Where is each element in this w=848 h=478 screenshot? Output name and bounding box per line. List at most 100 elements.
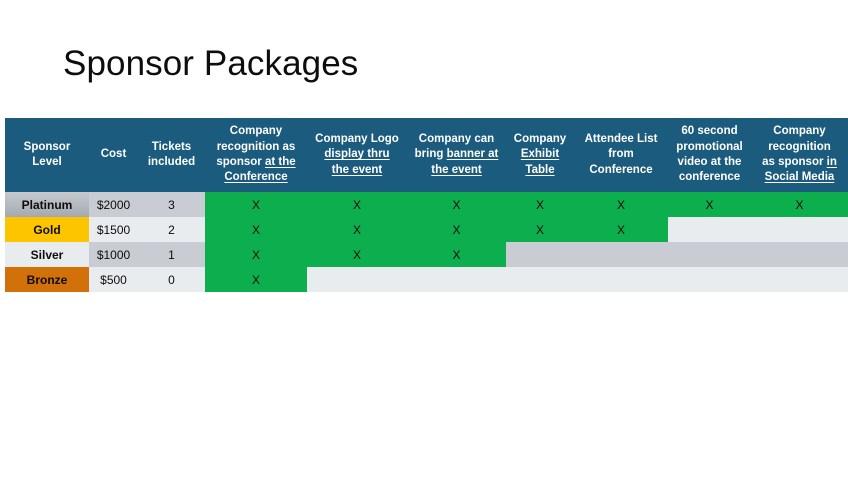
cell-exhibit_table-excluded <box>506 242 574 267</box>
plain-text: from <box>608 148 634 161</box>
column-header-line: Sponsor <box>5 140 89 155</box>
cell-social_media-excluded <box>751 217 848 242</box>
column-header-line: conference <box>668 170 751 185</box>
cell-banner-included: X <box>407 192 506 217</box>
plain-text: video at the <box>677 156 742 168</box>
plain-text: Tickets <box>151 140 192 153</box>
column-header-line: the event <box>407 163 506 178</box>
cell-exhibit_table-excluded <box>506 267 574 292</box>
tier-label-gold: Gold <box>5 217 89 242</box>
cell-promo_video-excluded <box>668 242 751 267</box>
column-header-line: sponsor at the <box>205 155 307 170</box>
column-header-line: Level <box>5 155 89 170</box>
underlined-text: banner at <box>446 148 499 161</box>
plain-text: conference <box>678 171 741 184</box>
cell-recognition_conf-included: X <box>205 267 307 292</box>
column-header-line: recognition as <box>205 140 307 155</box>
column-header-line: Company can <box>407 132 506 147</box>
cell-cost: $2000 <box>89 192 138 217</box>
cell-tickets-included: 1 <box>138 242 205 267</box>
column-header-line: Company <box>205 124 307 139</box>
cell-banner-included: X <box>407 217 506 242</box>
cell-recognition_conf-included: X <box>205 217 307 242</box>
column-header-banner: Company can bring banner at the event <box>407 118 506 192</box>
underlined-text: display thru <box>324 148 390 161</box>
plain-text: Company <box>229 125 283 138</box>
cell-attendee_list-included: X <box>574 217 668 242</box>
plain-text: Company <box>513 133 567 146</box>
underlined-text: the event <box>431 163 482 176</box>
cell-promo_video-included: X <box>668 192 751 217</box>
column-header-logo_display: Company Logo display thru the event <box>307 118 407 192</box>
plain-text: included <box>147 156 196 168</box>
underlined-text: Conference <box>224 171 288 184</box>
underlined-text: Exhibit <box>520 148 560 161</box>
tier-label-silver: Silver <box>5 242 89 267</box>
plain-text: sponsor <box>216 156 265 168</box>
plain-text: 60 second <box>681 125 738 138</box>
plain-text: Conference <box>589 163 653 176</box>
column-header-line: promotional <box>668 140 751 155</box>
plain-text: Attendee List <box>584 133 658 146</box>
cell-logo_display-excluded <box>307 267 407 292</box>
column-header-line: included <box>138 155 205 170</box>
cell-social_media-excluded <box>751 242 848 267</box>
cell-banner-included: X <box>407 242 506 267</box>
page-title: Sponsor Packages <box>63 44 359 83</box>
cell-banner-excluded <box>407 267 506 292</box>
plain-text: recognition <box>768 140 831 153</box>
column-header-cost: Cost <box>89 118 138 192</box>
column-header-line: display thru <box>307 147 407 162</box>
plain-text: Company <box>773 125 826 138</box>
cell-recognition_conf-included: X <box>205 242 307 267</box>
cell-social_media-excluded <box>751 267 848 292</box>
cell-attendee_list-excluded <box>574 242 668 267</box>
column-header-line: recognition <box>751 140 848 155</box>
tier-label-bronze: Bronze <box>5 267 89 292</box>
cell-attendee_list-included: X <box>574 192 668 217</box>
plain-text: bring <box>414 148 447 161</box>
column-header-line: Exhibit <box>506 147 574 162</box>
column-header-line: as sponsor in <box>751 155 848 170</box>
cell-social_media-included: X <box>751 192 848 217</box>
column-header-line: Conference <box>574 163 668 178</box>
plain-text: Level <box>32 156 62 168</box>
cell-exhibit_table-included: X <box>506 192 574 217</box>
column-header-line: Conference <box>205 170 307 185</box>
cell-cost: $500 <box>89 267 138 292</box>
cell-cost: $1500 <box>89 217 138 242</box>
plain-text: Cost <box>100 148 127 161</box>
column-header-line: Company Logo <box>307 132 407 147</box>
underlined-text: Social Media <box>764 171 835 184</box>
underlined-text: at the <box>264 156 296 168</box>
cell-logo_display-included: X <box>307 217 407 242</box>
column-header-line: from <box>574 147 668 162</box>
cell-tickets-included: 2 <box>138 217 205 242</box>
plain-text: recognition as <box>216 140 296 153</box>
cell-tickets-included: 0 <box>138 267 205 292</box>
plain-text: as sponsor <box>762 156 827 168</box>
plain-text: Company Logo <box>315 133 399 146</box>
column-header-line: 60 second <box>668 124 751 139</box>
column-header-tickets: Tickets included <box>138 118 205 192</box>
column-header-line: Company <box>506 132 574 147</box>
cell-tickets-included: 3 <box>138 192 205 217</box>
cell-promo_video-excluded <box>668 217 751 242</box>
cell-cost: $1000 <box>89 242 138 267</box>
column-header-line: Social Media <box>751 170 848 185</box>
plain-text: Company can <box>418 133 495 146</box>
cell-logo_display-included: X <box>307 242 407 267</box>
cell-recognition_conf-included: X <box>205 192 307 217</box>
underlined-text: the event <box>331 163 383 176</box>
column-header-line: Attendee List <box>574 132 668 147</box>
tier-label-platinum: Platinum <box>5 192 89 217</box>
